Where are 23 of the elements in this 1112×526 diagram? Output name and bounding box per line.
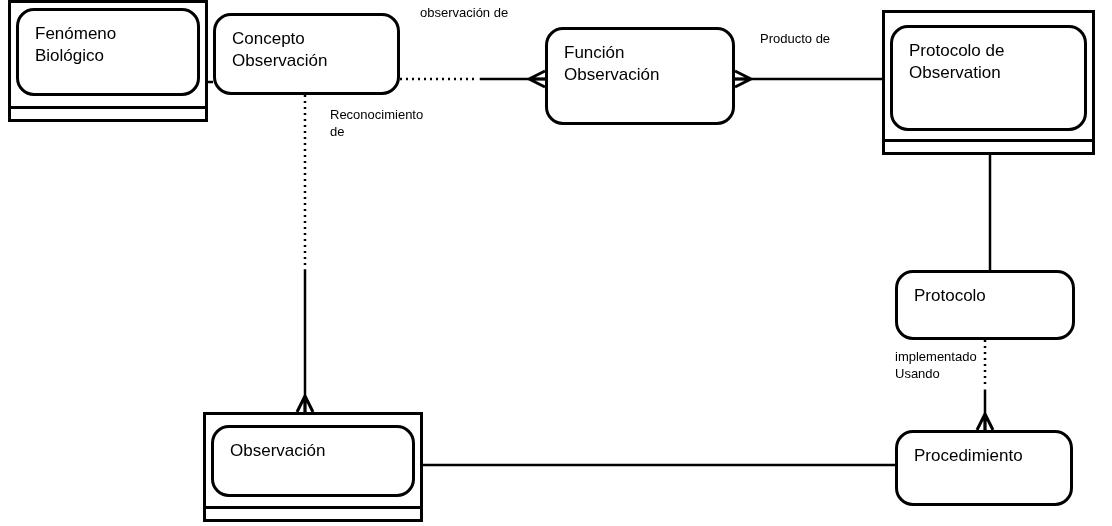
relationship-line bbox=[295, 95, 315, 414]
entity-box bbox=[213, 13, 400, 95]
entity-name: Protocolo bbox=[914, 285, 987, 307]
weak-entity-frame bbox=[203, 412, 423, 522]
connector-line bbox=[988, 155, 992, 270]
entity-box bbox=[16, 8, 200, 96]
entity-box bbox=[895, 270, 1075, 340]
entity-name: Observación bbox=[230, 440, 327, 462]
relationship-line bbox=[400, 69, 547, 89]
entity-name: Función Observación bbox=[564, 42, 661, 86]
entity-name: Fenómeno Biológico bbox=[35, 23, 118, 67]
relationship-line bbox=[733, 69, 882, 89]
weak-entity-frame bbox=[8, 0, 208, 122]
weak-entity-frame bbox=[882, 10, 1095, 155]
relationship-line bbox=[975, 340, 995, 432]
entity-box bbox=[211, 425, 415, 497]
entity-box bbox=[545, 27, 735, 125]
entity-box bbox=[890, 25, 1087, 131]
connector-line bbox=[423, 463, 895, 467]
entity-box bbox=[895, 430, 1073, 506]
entity-name: Protocolo de Observation bbox=[909, 40, 1006, 84]
entity-name: Concepto Observación bbox=[232, 28, 329, 72]
entity-name: Procedimiento bbox=[914, 445, 1024, 467]
